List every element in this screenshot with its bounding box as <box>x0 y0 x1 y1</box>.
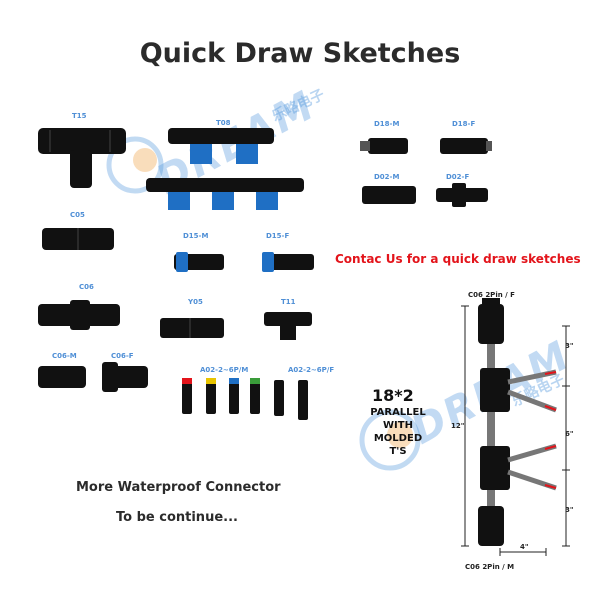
dim-b: 6" <box>565 430 574 438</box>
t15-connector <box>38 128 126 188</box>
a02m-connectors <box>182 378 260 414</box>
dream-logo-icon-right <box>359 409 421 471</box>
c06m-connector <box>38 366 86 388</box>
page-title: Quick Draw Sketches <box>139 38 461 69</box>
d02m-connector <box>362 186 416 204</box>
dim-w: 4" <box>520 543 529 551</box>
c06f-connector <box>102 362 148 392</box>
diagram-count: 18*2 <box>372 386 414 405</box>
dim-a: 3" <box>565 342 574 350</box>
continue-text: To be continue... <box>116 510 238 525</box>
contact-text: Contac Us for a quick draw sketches <box>335 252 581 266</box>
c06-connector <box>38 300 120 330</box>
dim-total: 12" <box>451 422 465 430</box>
label-a02m: A02-2~6P/M <box>200 366 249 374</box>
label-d18f: D18-F <box>452 120 476 128</box>
diagram-description: PARALLEL WITH MOLDED T'S <box>366 406 430 458</box>
label-c05: C05 <box>70 211 85 219</box>
label-c06m: C06-M <box>52 352 77 360</box>
label-t11: T11 <box>281 298 296 306</box>
c05-connector <box>42 228 114 250</box>
label-c06: C06 <box>79 283 94 291</box>
d18m-connector <box>360 138 408 154</box>
label-d18m: D18-M <box>374 120 400 128</box>
a02f-connectors <box>274 380 308 420</box>
diagram-bottom-label: C06 2Pin / M <box>465 563 515 571</box>
desc-line-1: PARALLEL <box>370 407 426 418</box>
t08-connector <box>146 128 304 210</box>
label-d02f: D02-F <box>446 173 470 181</box>
dim-c: 3" <box>565 506 574 514</box>
t11-connector <box>264 312 312 340</box>
d18f-connector <box>440 138 492 154</box>
label-d15f: D15-F <box>266 232 290 240</box>
label-d02m: D02-M <box>374 173 400 181</box>
d02f-connector <box>436 183 488 207</box>
diagram-top-label: C06 2Pin / F <box>468 291 515 299</box>
y05-connector <box>160 318 224 338</box>
more-connectors-text: More Waterproof Connector <box>76 480 281 495</box>
label-t08: T08 <box>216 119 231 127</box>
d15m-connector <box>174 252 224 272</box>
dream-logo-icon <box>106 136 164 194</box>
label-c06f: C06-F <box>111 352 134 360</box>
desc-line-2: WITH <box>383 420 413 431</box>
desc-line-3: MOLDED T'S <box>373 433 423 457</box>
label-a02f: A02-2~6P/F <box>288 366 335 374</box>
d15f-connector <box>262 252 314 272</box>
label-t15: T15 <box>72 112 87 120</box>
harness-diagram <box>461 298 570 556</box>
label-d15m: D15-M <box>183 232 209 240</box>
label-y05: Y05 <box>188 298 203 306</box>
